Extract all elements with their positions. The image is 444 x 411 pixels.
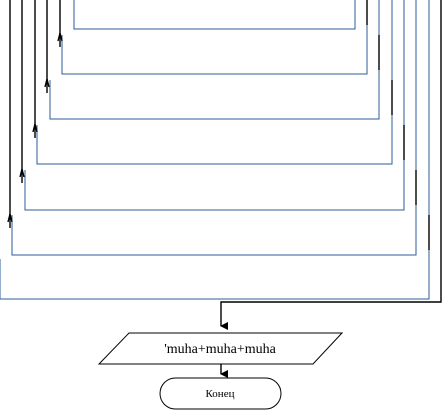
loop-line-4 bbox=[36, 0, 393, 165]
output-text: 'muha+muha+muha bbox=[164, 342, 276, 357]
end-block: Конец bbox=[159, 377, 282, 410]
left-entry-arrowhead-2 bbox=[19, 168, 25, 178]
left-entry-arrowhead-3 bbox=[32, 123, 38, 133]
loop-line-5 bbox=[24, 0, 405, 211]
loop-line-2 bbox=[61, 0, 368, 75]
end-terminator bbox=[159, 377, 282, 410]
loop-line-3 bbox=[49, 0, 380, 120]
loop-entry-arrows bbox=[7, 0, 63, 228]
output-parallelogram bbox=[97, 332, 344, 365]
loop-line-7 bbox=[0, 0, 430, 300]
loop-exit-lines bbox=[220, 0, 442, 330]
output-block: 'muha+muha+muha bbox=[97, 332, 344, 365]
end-text: Конец bbox=[206, 388, 235, 400]
right-exit-line-7 bbox=[220, 0, 442, 330]
left-entry-arrowhead-4 bbox=[44, 78, 50, 88]
left-entry-arrowhead-1 bbox=[7, 213, 13, 223]
left-entry-arrowhead-5 bbox=[57, 32, 63, 42]
loop-line-6 bbox=[11, 0, 417, 256]
loop-line-1 bbox=[73, 0, 356, 30]
loop-return-lines bbox=[0, 0, 430, 300]
